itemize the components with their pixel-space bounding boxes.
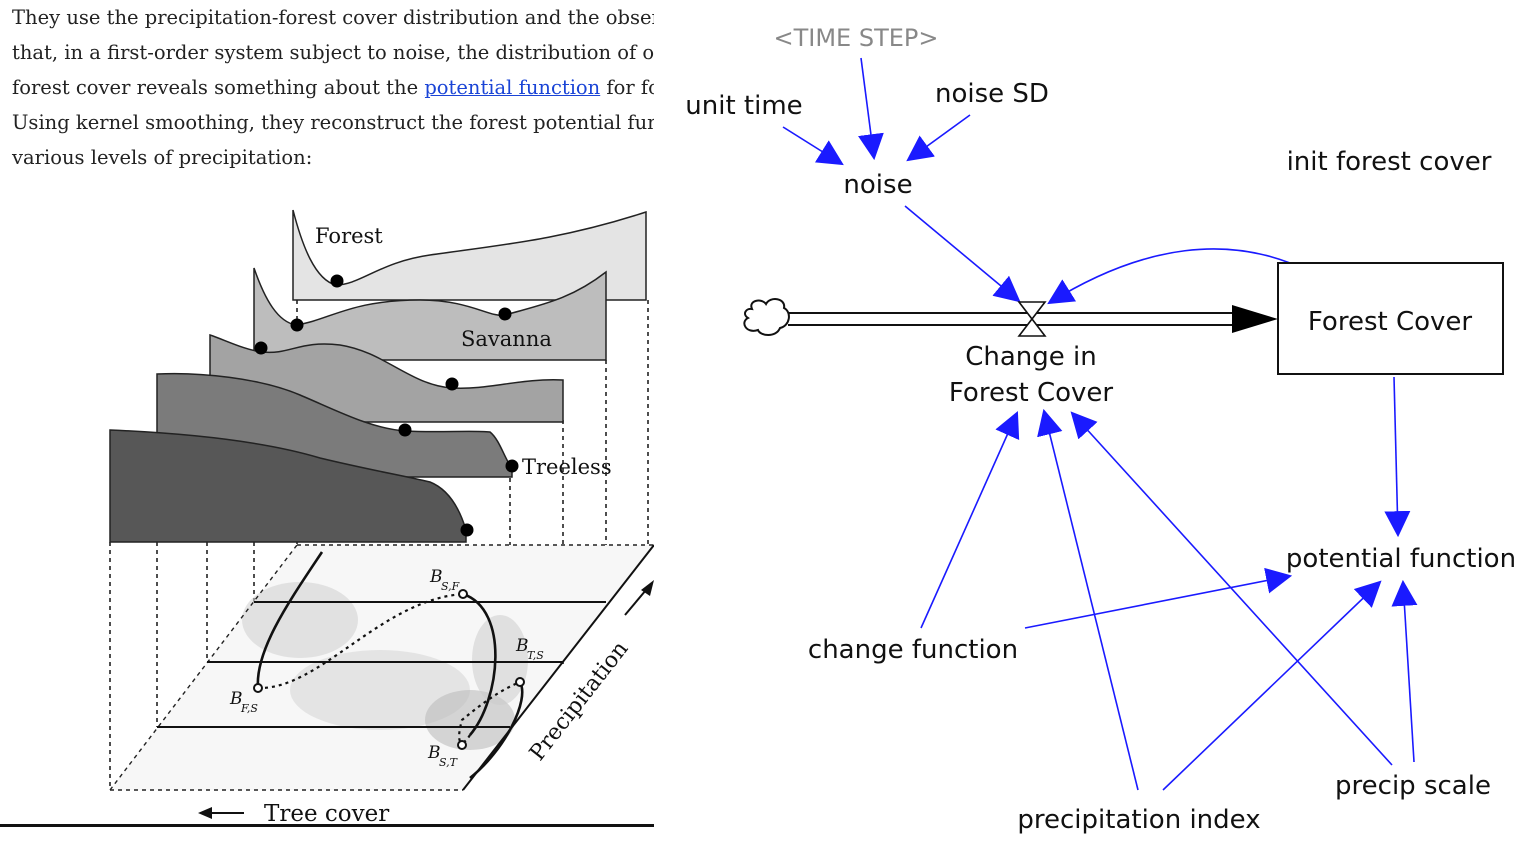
boundary-label-bfs: B F,S	[229, 689, 258, 715]
svg-text:B: B	[427, 743, 441, 763]
link-precipindex-potential	[1162, 580, 1382, 791]
svg-text:S,T: S,T	[439, 756, 459, 769]
paragraph-line: They use the precipitation-forest cover …	[12, 6, 654, 29]
flow-arrowhead	[1232, 305, 1278, 333]
causal-links	[782, 57, 1418, 791]
svg-text:B: B	[429, 567, 443, 587]
potential-function-label[interactable]: potential function	[1286, 544, 1516, 574]
svg-text:S,F: S,F	[441, 580, 460, 593]
potential-layers	[109, 209, 647, 543]
article-paragraph: They use the precipitation-forest cover …	[12, 0, 654, 175]
svg-text:F,S: F,S	[240, 702, 258, 715]
paragraph-text: forest cover reveals something about the	[12, 76, 425, 99]
link-precipscale-change	[1070, 411, 1393, 766]
boundary-label-bst: B S,T	[427, 743, 459, 769]
potential-layer-2	[253, 267, 607, 361]
potential-layer-forest	[292, 209, 647, 301]
forest-cover-stock[interactable]: Forest Cover	[1277, 262, 1504, 375]
link-precipscale-potential	[1391, 579, 1418, 763]
precipitation-arrow	[624, 589, 647, 616]
paragraph-line: various levels of precipitation:	[12, 146, 313, 169]
paragraph-line: that, in a first-order system subject to…	[12, 41, 654, 64]
link-stock-change	[1047, 248, 1291, 305]
forest-potential-figure: Forest Savanna Treeless B S,F B T,S B F,…	[109, 209, 654, 827]
figure-bottom-rule	[0, 824, 654, 827]
precip-scale-label[interactable]: precip scale	[1335, 771, 1491, 801]
noise-sd-label[interactable]: noise SD	[935, 79, 1049, 109]
link-stock-potential	[1384, 376, 1411, 538]
boundary-label-bts: B T,S	[515, 636, 544, 662]
link-noisesd-noise	[906, 114, 971, 162]
unit-time-label[interactable]: unit time	[685, 91, 802, 121]
link-timestep-noise	[858, 57, 884, 161]
link-changefunc-potential	[1024, 567, 1293, 629]
cloud-source-icon	[743, 298, 790, 336]
init-forest-cover-label[interactable]: init forest cover	[1287, 147, 1492, 177]
paragraph-line: forest cover reveals something about the…	[12, 70, 654, 105]
potential-layer-5	[109, 429, 467, 543]
potential-function-link[interactable]: potential function	[424, 76, 601, 99]
stock-flow-diagram: Forest Cover <TIME STEP> unit time noise…	[685, 24, 1516, 835]
bifurcation-curves	[253, 551, 525, 780]
change-function-label[interactable]: change function	[808, 635, 1018, 665]
valve-icon[interactable]	[1017, 301, 1047, 337]
article-panel: They use the precipitation-forest cover …	[0, 0, 654, 846]
treeless-label: Treeless	[522, 455, 612, 479]
link-unittime-noise	[782, 126, 844, 166]
paragraph-text: for fo	[600, 76, 654, 99]
flow-pipe	[788, 305, 1278, 333]
link-changefunc-change	[920, 411, 1020, 629]
boundary-label-bsf: B S,F	[429, 567, 460, 593]
precipitation-index-label[interactable]: precipitation index	[1017, 805, 1260, 835]
precipitation-arrowhead	[641, 580, 654, 596]
svg-text:T,S: T,S	[527, 649, 544, 662]
base-plane	[109, 544, 654, 791]
link-noise-change	[904, 205, 1021, 303]
flow-label-line2[interactable]: Forest Cover	[949, 378, 1113, 408]
stock-label: Forest Cover	[1308, 307, 1472, 337]
tree-cover-arrowhead	[198, 807, 212, 819]
savanna-label: Savanna	[461, 327, 552, 351]
noise-label[interactable]: noise	[843, 170, 912, 200]
svg-text:B: B	[229, 689, 243, 709]
flow-label-line1[interactable]: Change in	[965, 342, 1097, 372]
state-balls	[254, 274, 519, 537]
forest-label: Forest	[315, 224, 383, 248]
paragraph-line: Using kernel smoothing, they reconstruct…	[12, 111, 654, 134]
tree-cover-axis-label: Tree cover	[264, 801, 389, 827]
time-step-label[interactable]: <TIME STEP>	[774, 24, 939, 52]
link-precipindex-change	[1037, 408, 1139, 791]
svg-text:B: B	[515, 636, 529, 656]
